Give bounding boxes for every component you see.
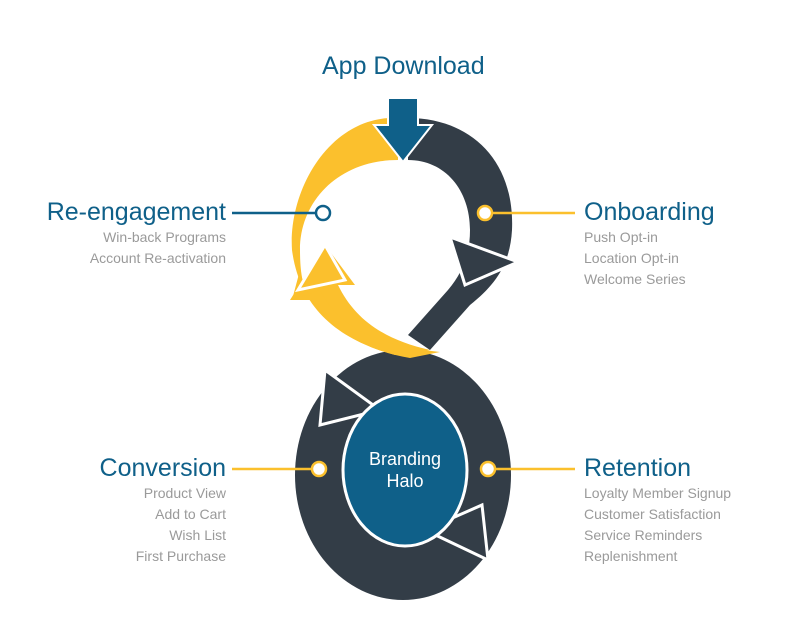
onboarding-item: Welcome Series xyxy=(584,271,686,287)
onboarding-arrowhead xyxy=(447,234,523,288)
retention-item: Customer Satisfaction xyxy=(584,506,721,522)
retention-item: Loyalty Member Signup xyxy=(584,485,732,501)
branding-halo-line2: Halo xyxy=(386,471,424,491)
retention-items: Loyalty Member Signup Customer Satisfact… xyxy=(584,483,731,567)
upper-loop xyxy=(290,97,523,358)
conversion-items: Product View Add to Cart Wish List First… xyxy=(136,483,226,567)
reengagement-arc xyxy=(290,117,430,355)
retention-title: Retention xyxy=(584,454,692,482)
retention-item: Service Reminders xyxy=(584,527,703,543)
conversion-item: Add to Cart xyxy=(155,506,226,522)
reengagement-arrow-tail xyxy=(292,270,440,358)
conversion-node xyxy=(310,460,328,478)
onboarding-node xyxy=(476,204,494,222)
conversion-item: Product View xyxy=(143,485,226,501)
branding-halo xyxy=(341,392,469,548)
onboarding-title: Onboarding xyxy=(584,198,715,226)
reengagement-node xyxy=(314,204,332,222)
conversion-item: Wish List xyxy=(169,527,226,543)
onboarding-arc xyxy=(408,118,513,350)
download-arrow-icon xyxy=(371,97,435,164)
reengagement-title: Re-engagement xyxy=(46,198,226,226)
onboarding-items: Push Opt-in Location Opt-in Welcome Seri… xyxy=(584,227,686,290)
branding-halo-line1: Branding xyxy=(368,449,442,469)
conversion-item: First Purchase xyxy=(135,548,226,564)
retention-item: Replenishment xyxy=(584,548,678,564)
retention-node xyxy=(479,460,497,478)
branding-halo-label: Branding Halo xyxy=(345,448,465,492)
reengagement-item: Win-back Programs xyxy=(103,229,226,245)
reengagement-item: Account Re-activation xyxy=(89,250,226,266)
onboarding-item: Push Opt-in xyxy=(584,229,658,245)
reengagement-arrowhead xyxy=(294,242,348,293)
retention-conversion-ring xyxy=(295,350,511,600)
reengagement-items: Win-back Programs Account Re-activation xyxy=(90,227,226,269)
onboarding-item: Location Opt-in xyxy=(584,250,679,266)
conversion-title: Conversion xyxy=(99,454,226,482)
app-download-title: App Download xyxy=(322,52,485,80)
